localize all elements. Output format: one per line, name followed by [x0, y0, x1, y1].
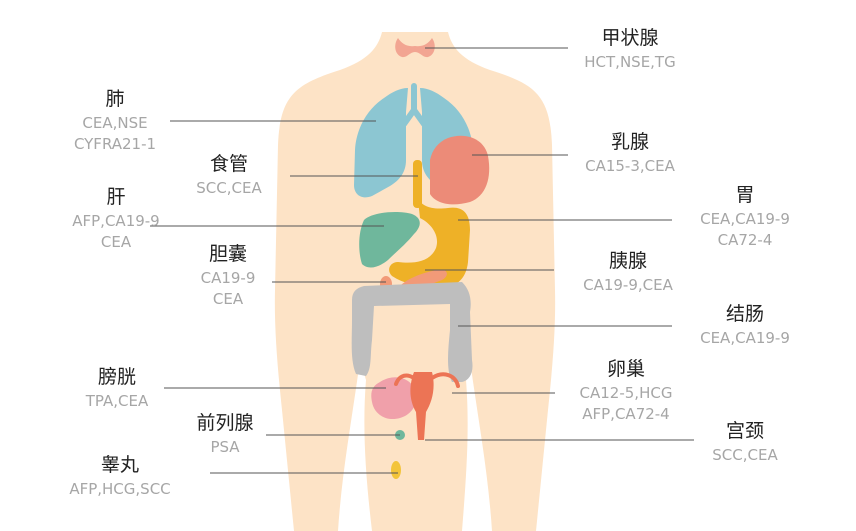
colon-shape [351, 282, 473, 382]
ovary-marker-2: AFP,CA72-4 [582, 405, 670, 423]
testis-shape [391, 461, 401, 479]
label-testis: 睾丸 AFP,HCG,SCC [48, 456, 192, 500]
label-stomach: 胃 CEA,CA19-9 CA72-4 [675, 186, 815, 251]
gallbladder-marker-1: CA19-9 [200, 269, 256, 287]
label-colon: 结肠 CEA,CA19-9 [675, 305, 815, 349]
lung-marker-2: CYFRA21-1 [73, 135, 157, 153]
label-cervix: 宫颈 SCC,CEA [690, 422, 800, 466]
breast-name: 乳腺 [610, 131, 649, 153]
breast-shape [430, 135, 490, 205]
liver-marker-1: AFP,CA19-9 [72, 212, 160, 230]
stomach-shape [389, 200, 470, 289]
label-liver: 肝 AFP,CA19-9 CEA [54, 188, 178, 253]
stomach-marker-2: CA72-4 [717, 231, 773, 249]
lungs-shape [354, 88, 408, 198]
liver-name: 肝 [106, 186, 126, 208]
stomach-marker-1: CEA,CA19-9 [700, 210, 790, 228]
bladder-name: 膀胱 [97, 366, 136, 388]
ovary-name: 卵巢 [606, 358, 645, 380]
cervix-marker: SCC,CEA [712, 446, 778, 464]
leader-lines [150, 47, 694, 474]
liver-marker-2: CEA [100, 233, 132, 251]
gallbladder-marker-2: CEA [212, 290, 244, 308]
label-lung: 肺 CEA,NSE CYFRA21-1 [55, 90, 175, 155]
esophagus-shape [413, 160, 422, 208]
bladder-shape [371, 377, 417, 420]
prostate-marker: PSA [210, 438, 240, 456]
ovary-marker-1: CA12-5,HCG [579, 384, 673, 402]
label-breast: 乳腺 CA15-3,CEA [560, 133, 700, 177]
label-ovary: 卵巢 CA12-5,HCG AFP,CA72-4 [556, 360, 696, 425]
stomach-name: 胃 [735, 184, 755, 206]
esophagus-marker: SCC,CEA [196, 179, 262, 197]
thyroid-shape [395, 38, 435, 58]
pancreas-marker: CA19-9,CEA [583, 276, 673, 294]
lung-name: 肺 [105, 88, 125, 110]
uterus-shape [410, 372, 434, 440]
gallbladder-name: 胆囊 [208, 243, 247, 265]
cervix-name: 宫颈 [725, 420, 764, 442]
label-esophagus: 食管 SCC,CEA [172, 155, 286, 199]
label-thyroid: 甲状腺 HCT,NSE,TG [560, 29, 700, 73]
label-prostate: 前列腺 PSA [180, 414, 270, 458]
prostate-name: 前列腺 [196, 412, 254, 434]
bladder-marker: TPA,CEA [85, 392, 149, 410]
trachea [401, 83, 427, 127]
colon-name: 结肠 [725, 303, 764, 325]
esophagus-name: 食管 [209, 153, 248, 175]
thyroid-marker: HCT,NSE,TG [584, 53, 676, 71]
thyroid-name: 甲状腺 [601, 27, 659, 49]
testis-marker: AFP,HCG,SCC [69, 480, 171, 498]
label-gallbladder: 胆囊 CA19-9 CEA [180, 245, 276, 310]
label-pancreas: 胰腺 CA19-9,CEA [558, 252, 698, 296]
lung-marker-1: CEA,NSE [82, 114, 148, 132]
fallopian-tubes [394, 372, 460, 388]
label-bladder: 膀胱 TPA,CEA [62, 368, 172, 412]
pancreas-name: 胰腺 [608, 250, 647, 272]
colon-marker: CEA,CA19-9 [700, 329, 790, 347]
breast-marker: CA15-3,CEA [585, 157, 675, 175]
testis-name: 睾丸 [100, 454, 139, 476]
